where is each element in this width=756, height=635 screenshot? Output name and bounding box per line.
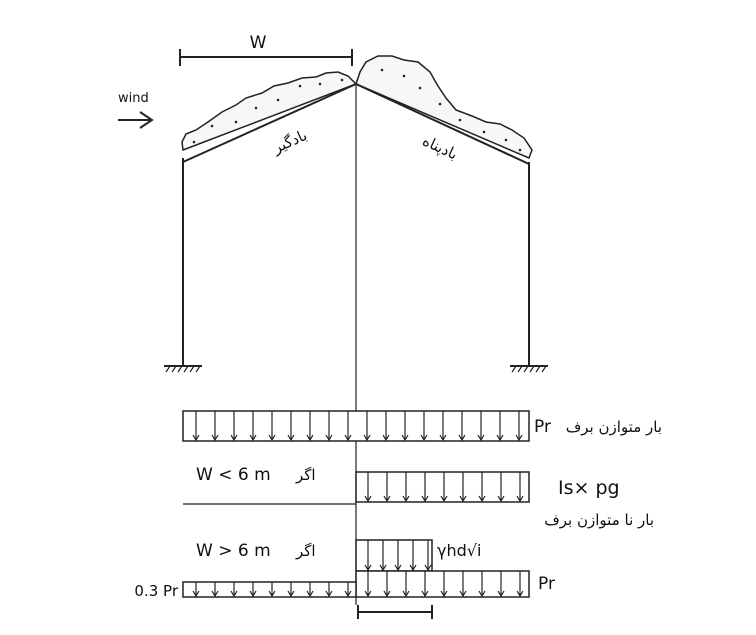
drift-formula: γhd√i xyxy=(437,541,481,560)
load-arrow-head xyxy=(192,590,200,598)
left-load-label: 0.3 Pr xyxy=(134,582,178,600)
load-arrow-head xyxy=(497,495,505,503)
load-arrow-head xyxy=(249,590,257,598)
load-arrow-head xyxy=(478,590,486,598)
balanced-load-arrows xyxy=(192,411,523,442)
load-arrow-head xyxy=(268,590,276,598)
load-arrow-head xyxy=(424,564,432,572)
drift-load-block xyxy=(355,539,433,572)
load-arrow-head xyxy=(379,564,387,572)
load-arrow-head xyxy=(306,434,314,442)
drift-width-dimension xyxy=(357,605,433,619)
load-arrow-head xyxy=(325,434,333,442)
wind-label: wind xyxy=(118,91,149,106)
load-arrow-head xyxy=(364,590,372,598)
unbalanced-small-condition: W < 6 m xyxy=(196,465,271,485)
load-arrow-head xyxy=(383,495,391,503)
load-arrow-head xyxy=(459,495,467,503)
balanced-load-block xyxy=(182,410,530,442)
load-arrow-head xyxy=(515,434,523,442)
load-arrow-head xyxy=(459,590,467,598)
unbalanced-small-if: اگر xyxy=(295,466,316,484)
leeward-side-label: بادپناه xyxy=(419,132,460,165)
load-arrow-head xyxy=(211,434,219,442)
load-arrow-head xyxy=(382,434,390,442)
load-arrow-head xyxy=(402,590,410,598)
load-arrow-head xyxy=(192,434,200,442)
load-arrow-head xyxy=(287,434,295,442)
load-arrow-head xyxy=(394,564,402,572)
load-arrow-head xyxy=(497,590,505,598)
load-arrow-head xyxy=(401,434,409,442)
load-arrow-head xyxy=(364,495,372,503)
load-arrow-head xyxy=(421,495,429,503)
right-load-label: Pr xyxy=(538,574,555,594)
balanced-load-caption: بار متوازن برف xyxy=(566,418,662,436)
balanced-load-label: Pr xyxy=(534,417,551,437)
load-arrow-head xyxy=(249,434,257,442)
load-arrow-head xyxy=(420,434,428,442)
load-arrow-head xyxy=(325,590,333,598)
load-arrow-head xyxy=(458,434,466,442)
load-arrow-head xyxy=(230,434,238,442)
unbalanced-large-condition: W > 6 m xyxy=(196,541,271,561)
left-fixed-support xyxy=(164,365,202,373)
load-arrow-head xyxy=(478,495,486,503)
load-arrow-head xyxy=(363,434,371,442)
gable-frame xyxy=(182,83,530,365)
unbalanced-large-if: اگر xyxy=(295,542,316,560)
right-fixed-support xyxy=(510,365,548,373)
load-arrow-head xyxy=(440,590,448,598)
load-arrow-head xyxy=(211,590,219,598)
load-arrow-head xyxy=(516,590,524,598)
snow-texture xyxy=(192,68,522,152)
width-dimension: W xyxy=(179,33,353,66)
load-arrow-head xyxy=(287,590,295,598)
load-arrow-head xyxy=(440,495,448,503)
left-load-block xyxy=(182,581,357,598)
unbalanced-caption: بار نا متوازن برف xyxy=(544,511,654,529)
right-load-block xyxy=(355,570,530,598)
load-arrow-head xyxy=(230,590,238,598)
leeward-snow-drift xyxy=(355,55,533,159)
windward-side-label: بادگیر xyxy=(269,126,310,157)
load-arrow-head xyxy=(516,495,524,503)
load-arrow-head xyxy=(439,434,447,442)
wind-indicator: wind xyxy=(118,91,154,129)
load-arrow-head xyxy=(496,434,504,442)
load-arrow-head xyxy=(344,434,352,442)
load-arrow-head xyxy=(306,590,314,598)
load-arrow-head xyxy=(383,590,391,598)
load-arrow-head xyxy=(477,434,485,442)
load-arrow-head xyxy=(402,495,410,503)
load-arrow-head xyxy=(344,590,352,598)
load-arrow-head xyxy=(364,564,372,572)
unbalanced-small-load-block xyxy=(355,471,530,503)
windward-snow-drift xyxy=(181,71,358,152)
width-label: W xyxy=(250,33,267,53)
load-arrow-head xyxy=(421,590,429,598)
right-arrow-icon xyxy=(118,111,154,129)
load-arrow-head xyxy=(409,564,417,572)
load-arrow-head xyxy=(268,434,276,442)
unbalanced-small-formula: Is× pg xyxy=(558,477,620,499)
